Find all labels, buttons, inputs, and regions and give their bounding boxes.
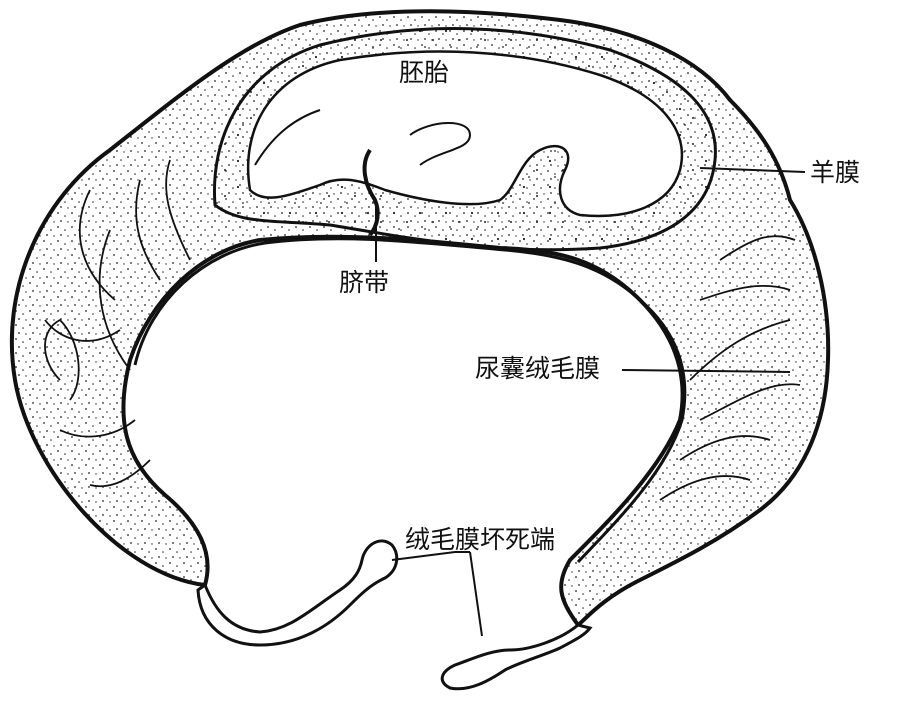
necrotic-end-right [440,623,593,691]
label-umbilical-cord: 脐带 [339,268,390,297]
label-embryo: 胚胎 [399,58,450,87]
inner-sac-rim [133,237,687,564]
embryo-body [246,50,684,218]
vessels-left [44,159,191,488]
label-amnion: 羊膜 [810,158,861,187]
necrotic-end-left [196,539,399,647]
label-allantochorion: 尿囊绒毛膜 [475,354,601,383]
leader-lines [375,167,806,637]
label-necrotic-chorion-end: 绒毛膜坏死端 [405,525,556,554]
